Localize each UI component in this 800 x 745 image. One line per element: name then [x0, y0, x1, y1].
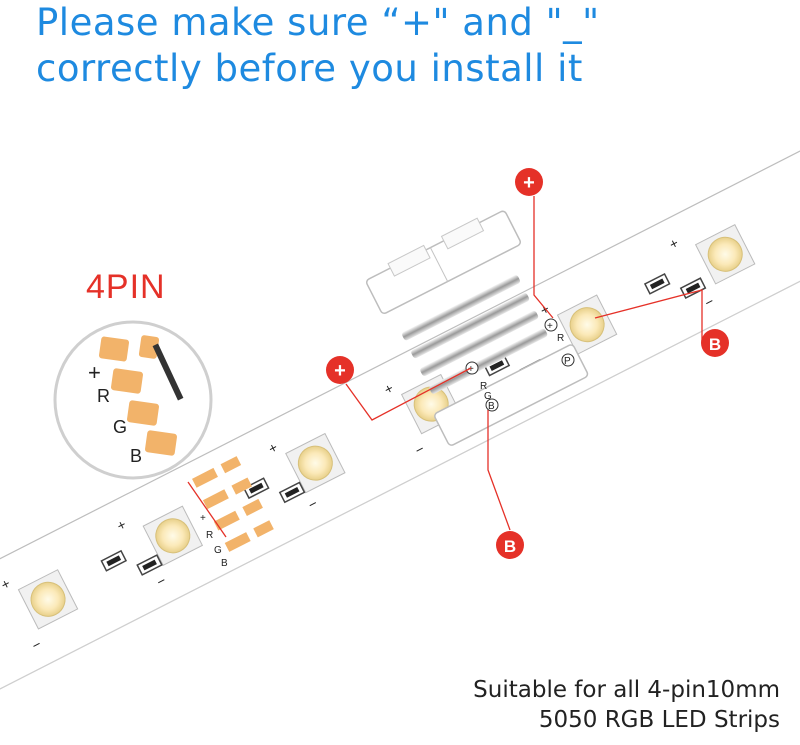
connector-label-r-right: R [557, 333, 564, 344]
strip-label-plus: + [200, 513, 206, 524]
connector-label-b: B [488, 401, 495, 412]
strip-label-r: R [206, 530, 213, 541]
svg-text:+: + [334, 360, 346, 382]
caption: Suitable for all 4-pin10mm 5050 RGB LED … [473, 675, 780, 735]
svg-text:B: B [504, 537, 516, 556]
zoom-label-b: B [130, 446, 142, 466]
led-chip [17, 569, 79, 630]
strip-copper-pads [192, 456, 274, 552]
connector-label-r: R [480, 381, 487, 392]
caption-line-2: 5050 RGB LED Strips [538, 707, 780, 733]
badge-b-right: B [701, 329, 729, 357]
connector-labels: + R G B + R P [465, 318, 575, 412]
zoom-label-g: G [113, 417, 127, 437]
zoom-magnifier: + R G B [53, 320, 213, 480]
led-chip [694, 224, 756, 285]
badge-plus-top: + [515, 168, 543, 196]
headline: Please make sure “+" and "_" correctly b… [36, 0, 600, 92]
zoom-label-r: R [97, 386, 110, 406]
badge-b-bottom: B [496, 531, 524, 559]
connector-label-p: P [564, 356, 571, 367]
strip-label-g: G [214, 545, 222, 556]
led-strip: +− +− +− +− +− +− [0, 131, 800, 709]
headline-line-2: correctly before you install it [36, 47, 583, 90]
strip-pin-labels: + R G B [200, 513, 228, 569]
led-chip [285, 432, 346, 494]
zoom-copper-pads [98, 335, 177, 456]
callout-lines [187, 196, 703, 538]
badge-plus-left: + [326, 356, 354, 384]
strip-label-b: B [221, 558, 228, 569]
svg-text:B: B [709, 335, 721, 354]
caption-line-1: Suitable for all 4-pin10mm [473, 677, 780, 703]
connector-label-plus: + [468, 364, 474, 375]
connector-clip [366, 210, 589, 446]
svg-text:+: + [523, 172, 535, 194]
connector-label-g: G [484, 391, 492, 402]
headline-line-1: Please make sure “+" and "_" [36, 1, 600, 44]
zoom-label-plus: + [88, 360, 101, 385]
led-chip [142, 505, 204, 567]
pin-count-title: 4PIN [86, 268, 166, 306]
led-chip [556, 294, 618, 355]
connector-label-plus-right: + [547, 321, 553, 332]
